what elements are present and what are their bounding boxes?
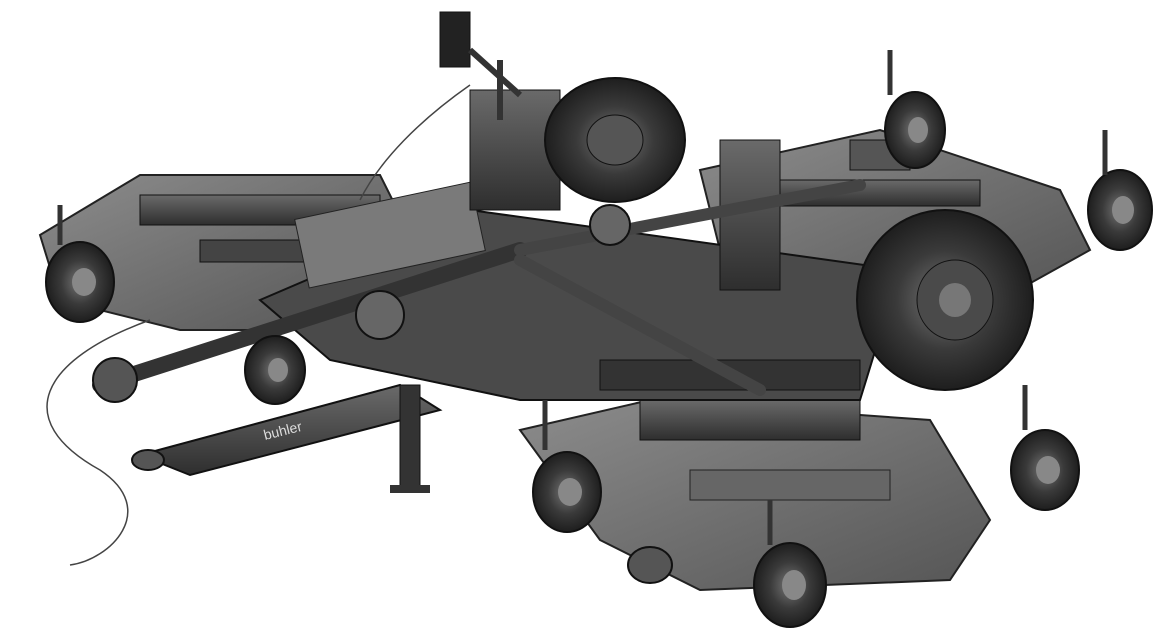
cable — [46, 319, 151, 566]
hitch-tongue — [131, 383, 443, 493]
caster-wheel — [884, 50, 946, 169]
caster-wheel — [532, 400, 602, 533]
drive-tire-front — [856, 209, 1034, 391]
main-chassis — [258, 89, 902, 401]
warning-light-mast — [439, 11, 523, 120]
caster-wheel — [45, 205, 115, 323]
caster-wheel — [1010, 385, 1080, 511]
deck-roller — [627, 546, 673, 584]
drive-tire-rear — [544, 77, 686, 203]
drive-shafts — [92, 179, 866, 403]
caster-wheel — [244, 335, 306, 405]
caster-wheel — [1087, 130, 1153, 251]
caster-wheel — [753, 500, 827, 628]
caster-wheels — [45, 50, 1153, 628]
front-mower-deck — [518, 398, 992, 592]
